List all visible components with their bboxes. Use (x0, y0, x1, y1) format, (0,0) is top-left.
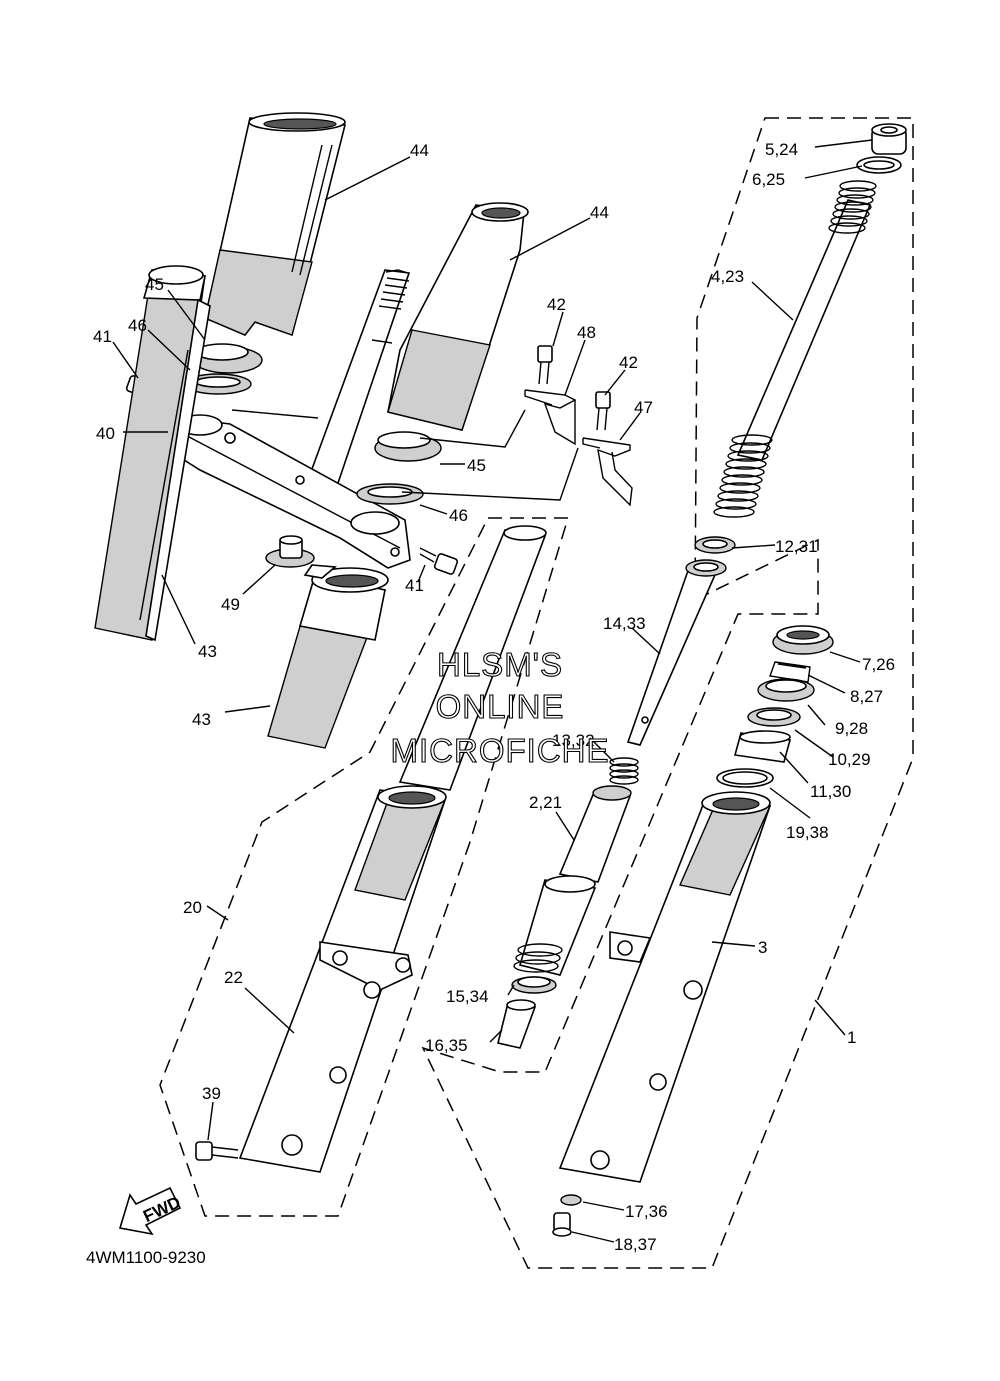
watermark-line-3: MICROFICHE (391, 732, 610, 769)
callout-labels: 44 44 45 46 41 40 42 48 42 47 45 46 41 4… (93, 140, 895, 1254)
label-42-b: 42 (619, 353, 638, 372)
label-46-right: 46 (449, 506, 468, 525)
label-44-right: 44 (590, 203, 609, 222)
label-7-26: 7,26 (862, 655, 895, 674)
inner-tube (398, 525, 547, 791)
collar-49 (265, 535, 315, 568)
bracket-47 (582, 437, 633, 507)
label-5-24: 5,24 (765, 140, 798, 159)
bolt-42-a (537, 345, 553, 385)
label-18-37: 18,37 (614, 1235, 657, 1254)
bolt-42-b (595, 391, 611, 431)
part-code: 4WM1100-9230 (86, 1248, 206, 1267)
bolt-39 (195, 1141, 239, 1161)
taper-spindle (497, 999, 537, 1049)
label-41-left: 41 (93, 327, 112, 346)
label-9-28: 9,28 (835, 719, 868, 738)
label-13-32: 13,32 (552, 731, 595, 750)
label-41-right: 41 (405, 576, 424, 595)
label-14-33: 14,33 (603, 614, 646, 633)
leader-lines (112, 139, 873, 1243)
leader-guides (231, 409, 579, 501)
label-15-34: 15,34 (446, 987, 489, 1006)
label-44-left: 44 (410, 141, 429, 160)
label-49: 49 (221, 595, 240, 614)
slide-metal (733, 730, 792, 763)
label-3: 3 (758, 938, 767, 957)
group-20-boundary (159, 517, 570, 1217)
watermark-line-1: HLSM'S (437, 646, 563, 683)
label-16-35: 16,35 (425, 1036, 468, 1055)
circlip (769, 661, 811, 683)
label-45-left: 45 (145, 275, 164, 294)
oil-seal (772, 625, 834, 655)
label-43-right: 43 (192, 710, 211, 729)
label-10-29: 10,29 (828, 750, 871, 769)
label-2-21: 2,21 (529, 793, 562, 812)
label-39: 39 (202, 1084, 221, 1103)
label-12-31: 12,31 (775, 537, 818, 556)
damper-rod (626, 559, 727, 746)
fork-cover-right (387, 202, 529, 431)
label-43-left: 43 (198, 642, 217, 661)
label-17-36: 17,36 (625, 1202, 668, 1221)
label-45-right: 45 (467, 456, 486, 475)
label-42-a: 42 (547, 295, 566, 314)
inner-cylinder (513, 785, 632, 976)
label-47: 47 (634, 398, 653, 417)
label-40: 40 (96, 424, 115, 443)
washer (747, 707, 801, 727)
fork-cover-43-right (267, 564, 389, 749)
outer-tube-left (238, 785, 447, 1173)
label-6-25: 6,25 (752, 170, 785, 189)
fwd-arrow: FWD (118, 1186, 183, 1236)
label-4-23: 4,23 (711, 267, 744, 286)
outer-tube-right (558, 791, 772, 1183)
bolt-41-right (419, 547, 459, 575)
washer-17 (560, 1194, 582, 1206)
watermark-line-2: ONLINE (436, 688, 565, 725)
drain-bolt (552, 1212, 572, 1237)
label-22: 22 (224, 968, 243, 987)
label-46-left: 46 (128, 316, 147, 335)
label-11-30: 11,30 (810, 782, 851, 801)
label-8-27: 8,27 (850, 687, 883, 706)
fork-cover-43-left (94, 265, 211, 642)
label-19-38: 19,38 (786, 823, 829, 842)
dust-seal (757, 678, 815, 702)
label-20: 20 (183, 898, 202, 917)
rebound-spring (609, 757, 639, 785)
cap-bolt (871, 123, 907, 155)
fork-cover-left (204, 112, 347, 337)
bracket-48 (524, 389, 577, 446)
spring-assembly (713, 180, 877, 518)
label-48: 48 (577, 323, 596, 342)
watermark: HLSM'S ONLINE MICROFICHE (390, 645, 610, 769)
label-1: 1 (847, 1028, 856, 1047)
